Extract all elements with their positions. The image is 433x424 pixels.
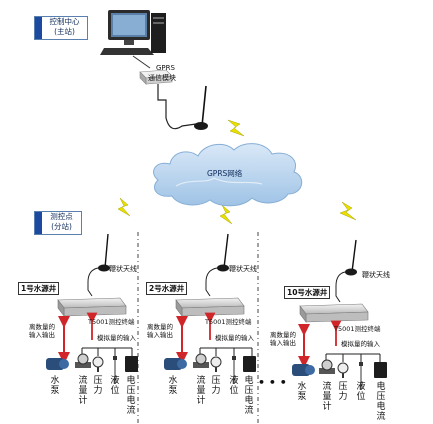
cloud-label: GPRS网络 [207,169,243,178]
sensor-level-label: 液位 [229,376,239,396]
control-center-label: 控制中心 (主站) [34,16,88,40]
sensor-pump-label: 水泵 [168,376,178,396]
measure-point-subtitle: (分站) [51,222,72,231]
sensor-flow-label: 流量计 [322,382,332,412]
well-label-10: 10号水源井 [284,286,331,299]
sensor-power-label: 电压电流 [376,382,386,422]
sensor-power-label: 电压电流 [244,376,254,416]
lightning-icon [227,119,245,137]
lightning-icon [339,201,357,221]
control-center-title: 控制中心 [49,17,80,26]
terminal-label: T5001测控终端 [334,325,381,333]
more-stations-ellipsis: • • • [258,376,287,389]
well-label-1: 1号水源井 [18,282,60,295]
computer-icon [100,10,166,55]
gprs-module-icon [139,69,173,85]
sensor-pressure-label: 压力 [211,376,221,396]
analog-input-label: 模拟量的输入 [341,340,380,348]
sensor-level-label: 液位 [356,382,366,402]
station-10-drawing [292,239,387,390]
gprs-module-line2: 通信模块 [148,74,176,82]
terminal-label: T5001测控终端 [205,318,252,326]
station-1-drawing [46,233,138,384]
sensor-pump-label: 水泵 [297,382,307,402]
control-center-subtitle: (主站) [54,27,75,36]
station-2-drawing [164,233,256,384]
main-antenna-icon [194,85,208,130]
measure-point-title: 测控点 [50,212,73,221]
digital-io-label: 离数量的输入输出 [29,323,55,339]
sensor-pressure-label: 压力 [338,382,348,402]
analog-input-label: 模拟量的输入 [97,334,136,342]
digital-io-label: 离数量的输入输出 [147,323,173,339]
terminal-label: T5001测控终端 [88,318,135,326]
sensor-power-label: 电压电流 [126,376,136,416]
antenna-label: 鞭状天线 [229,265,257,273]
sensor-pressure-label: 压力 [93,376,103,396]
lightning-icon [219,204,233,225]
sensor-flow-label: 流量计 [196,376,206,406]
antenna-label: 鞭状天线 [362,271,390,279]
gprs-network-cloud [153,143,303,207]
gprs-module-line1: GPRS [156,64,175,72]
digital-io-label: 离数量的输入输出 [270,331,296,347]
measure-point-label: 测控点 (分站) [34,211,82,235]
lightning-icon [117,197,131,217]
antenna-label: 鞭状天线 [109,265,137,273]
sensor-flow-label: 流量计 [78,376,88,406]
analog-input-label: 模拟量的输入 [215,334,254,342]
well-label-2: 2号水源井 [146,282,188,295]
sensor-level-label: 液位 [110,376,120,396]
sensor-pump-label: 水泵 [50,376,60,396]
